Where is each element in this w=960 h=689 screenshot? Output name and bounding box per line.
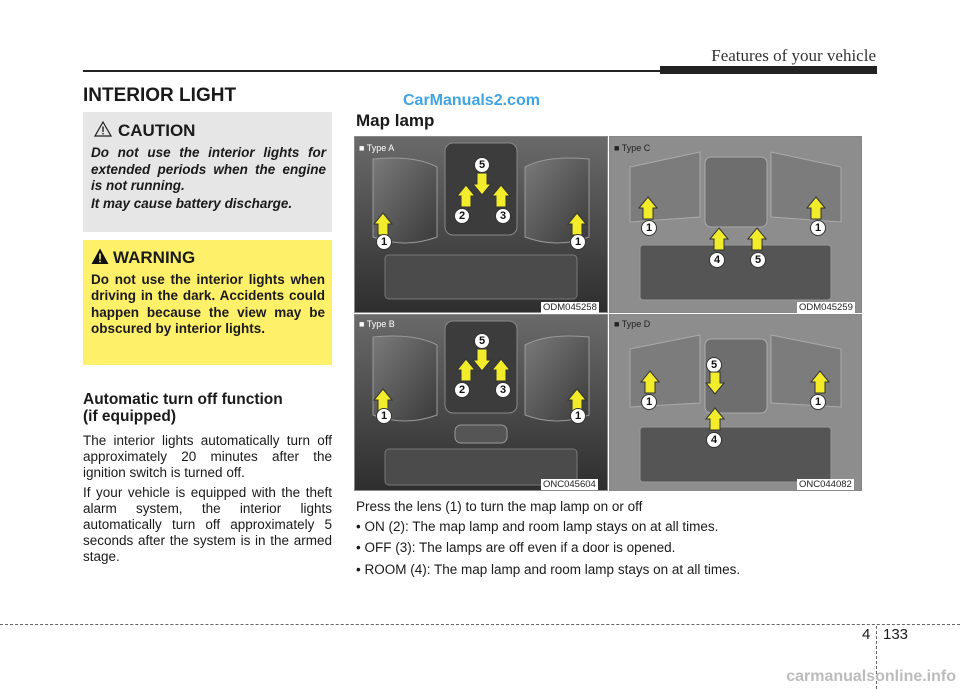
map-lamp-title: Map lamp <box>356 111 435 130</box>
chapter-title: Features of your vehicle <box>711 46 876 65</box>
callout-number: 1 <box>570 408 586 424</box>
callout-arrow-icon <box>705 407 725 431</box>
callout-number: 5 <box>750 252 766 268</box>
callout-number: 1 <box>570 234 586 250</box>
auto-off-heading-line1: Automatic turn off function <box>83 391 283 408</box>
callout-number: 1 <box>641 394 657 410</box>
type-label: ■ Type C <box>614 143 651 153</box>
warning-triangle-icon <box>91 248 109 264</box>
callout-arrow-icon <box>567 212 587 236</box>
callout-arrow-icon <box>373 212 393 236</box>
callout-arrow-icon <box>810 370 830 394</box>
callout-arrow-icon <box>472 172 492 196</box>
page-chapter-number: 4 <box>862 626 871 643</box>
callout-arrow-icon <box>472 348 492 372</box>
callout-arrow-icon <box>705 371 725 395</box>
callout-number: 5 <box>474 333 490 349</box>
image-code: ODM045258 <box>541 302 599 313</box>
header-rule <box>83 70 660 72</box>
callout-number: 1 <box>810 220 826 236</box>
section-title: INTERIOR LIGHT <box>83 85 237 106</box>
callout-number: 1 <box>641 220 657 236</box>
callout-arrow-icon <box>709 227 729 251</box>
callout-number: 1 <box>810 394 826 410</box>
callout-arrow-icon <box>491 358 511 382</box>
auto-off-heading: Automatic turn off function (if equipped… <box>83 391 283 425</box>
callout-arrow-icon <box>638 196 658 220</box>
callout-arrow-icon <box>747 227 767 251</box>
callout-number: 3 <box>495 382 511 398</box>
caution-text-battery: It may cause battery discharge. <box>91 196 293 211</box>
footer-watermark: carmanualsonline.info <box>786 668 956 685</box>
image-code: ONC045604 <box>541 479 598 490</box>
caution-box <box>83 112 332 232</box>
caution-title: CAUTION <box>118 121 196 140</box>
warning-title: WARNING <box>113 248 196 267</box>
callout-arrow-icon <box>491 184 511 208</box>
auto-off-heading-line2: (if equipped) <box>83 408 176 425</box>
callout-number: 4 <box>709 252 725 268</box>
caution-text: Do not use the interior lights for exten… <box>91 145 326 193</box>
watermark: CarManuals2.com <box>403 92 540 109</box>
map-lamp-intro: Press the lens (1) to turn the map lamp … <box>356 499 643 514</box>
callout-number: 2 <box>454 382 470 398</box>
type-label: ■ Type A <box>359 143 395 153</box>
map-lamp-illustration <box>610 137 861 312</box>
footer-divider <box>876 626 877 689</box>
footer-rule <box>0 624 960 625</box>
callout-arrow-icon <box>456 184 476 208</box>
callout-number: 3 <box>495 208 511 224</box>
callout-arrow-icon <box>806 196 826 220</box>
header-bar <box>660 66 877 74</box>
auto-off-paragraph-1: The interior lights automatically turn o… <box>83 433 332 480</box>
callout-arrow-icon <box>640 370 660 394</box>
map-lamp-bullet-off: • OFF (3): The lamps are off even if a d… <box>356 540 676 555</box>
map-lamp-bullet-room: • ROOM (4): The map lamp and room lamp s… <box>356 562 741 577</box>
type-label: ■ Type D <box>614 319 651 329</box>
auto-off-paragraph-2: If your vehicle is equipped with the the… <box>83 485 332 564</box>
callout-number: 4 <box>706 432 722 448</box>
warning-box <box>83 240 332 365</box>
image-code: ONC044082 <box>797 479 854 490</box>
image-code: ODM045259 <box>797 302 855 313</box>
caution-triangle-icon <box>94 121 112 137</box>
map-lamp-image-type-d: ■ Type D <box>609 314 862 491</box>
callout-number: 5 <box>474 157 490 173</box>
type-label: ■ Type B <box>359 319 395 329</box>
callout-number: 2 <box>454 208 470 224</box>
map-lamp-bullet-on: • ON (2): The map lamp and room lamp sta… <box>356 519 719 534</box>
callout-number: 1 <box>376 408 392 424</box>
warning-text: Do not use the interior lights when driv… <box>91 272 325 336</box>
callout-number: 1 <box>376 234 392 250</box>
callout-arrow-icon <box>456 358 476 382</box>
page-number: 133 <box>883 626 909 643</box>
